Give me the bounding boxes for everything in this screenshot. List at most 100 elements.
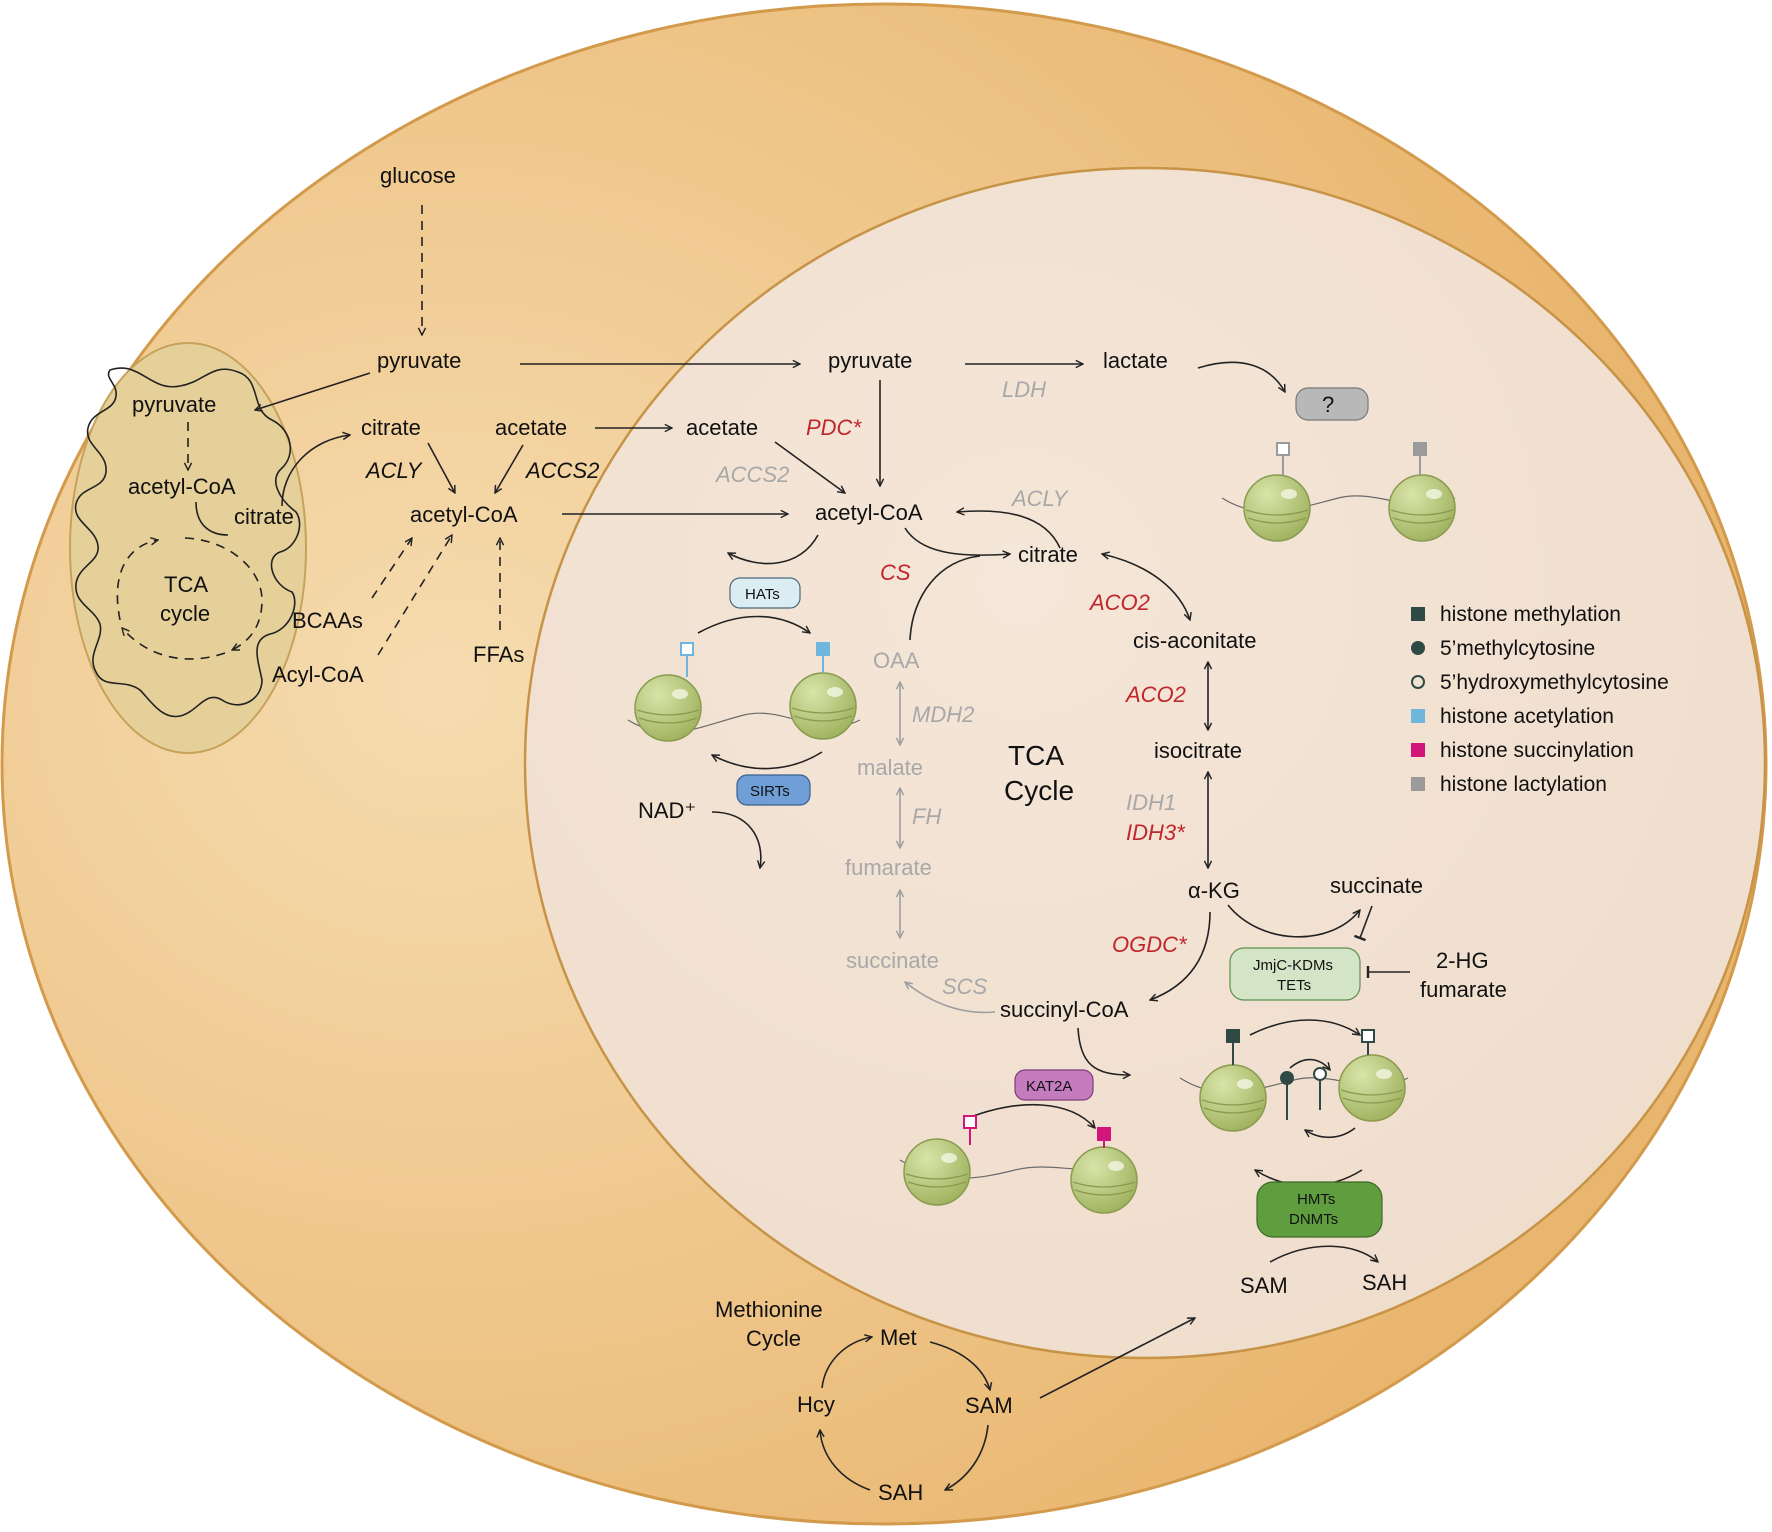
oaa-label: OAA xyxy=(873,648,920,673)
methylation-mark-empty xyxy=(1361,1029,1375,1055)
succinate-right-label: succinate xyxy=(1330,873,1423,898)
nuc-acetate-label: acetate xyxy=(686,415,758,440)
sam-to-sah-cycle-arrow xyxy=(945,1424,989,1490)
ogdc-label: OGDC* xyxy=(1112,932,1188,957)
bcaas-to-acetylcoa-arrow xyxy=(371,538,412,599)
hats-label: HATs xyxy=(745,586,780,603)
nad-consumption-arrow xyxy=(711,811,761,868)
legend-marker-3 xyxy=(1411,709,1425,723)
lactate-to-lactylation-arrow xyxy=(1197,361,1285,392)
meth-sah-label: SAH xyxy=(878,1480,923,1505)
akg-to-succinate-arrow xyxy=(1227,904,1360,938)
lactylation-nucleosome-left xyxy=(1243,474,1311,542)
nuc-sah-label: SAH xyxy=(1362,1270,1407,1295)
legend: histone methylation5’methylcytosine5’hyd… xyxy=(1411,603,1669,796)
mito-acetylcoa-to-citrate-arrow xyxy=(195,501,229,536)
idh3-label: IDH3* xyxy=(1126,820,1186,845)
nuc-sam-label: SAM xyxy=(1240,1273,1288,1298)
ffas-label: FFAs xyxy=(473,642,524,667)
nucleus-envelope xyxy=(523,166,1767,1360)
idh1-label: IDH1 xyxy=(1126,790,1176,815)
cyto-acly-label: ACLY xyxy=(364,458,423,483)
mitochondrion-cristae xyxy=(74,367,301,718)
sam-to-sah-arrow xyxy=(1269,1245,1378,1262)
mitochondrion-outer xyxy=(69,342,307,754)
aco2-a-label: ACO2 xyxy=(1088,590,1150,615)
remethylation-small-arrow xyxy=(1305,1127,1356,1139)
fh-label: FH xyxy=(912,804,941,829)
demethylation-arrow xyxy=(1249,1019,1360,1035)
acylcoa-to-acetylcoa-arrow xyxy=(377,535,452,656)
jmjc-label-line1: JmjC-KDMs xyxy=(1253,957,1333,974)
nad-label: NAD⁺ xyxy=(638,798,696,823)
nuc-tca-label-line1: TCA xyxy=(1008,740,1064,771)
hats-box xyxy=(729,577,801,609)
mito-acetylcoa-label: acetyl-CoA xyxy=(128,474,236,499)
cyto-pyruvate-label: pyruvate xyxy=(377,348,461,373)
mito-pyruvate-label: pyruvate xyxy=(132,392,216,417)
met-label: Met xyxy=(880,1325,917,1350)
cyto-acetylcoa-label: acetyl-CoA xyxy=(410,502,518,527)
cyto-pyruvate-to-mito-arrow xyxy=(255,372,371,410)
methionine-cycle-title-line1: Methionine xyxy=(715,1297,823,1322)
oaa-to-citrate-arrow xyxy=(909,555,981,641)
twohg-label-line2: fumarate xyxy=(1420,977,1507,1002)
nucleosome-group xyxy=(627,442,1456,1214)
unknown-enzyme-label: ? xyxy=(1322,392,1334,417)
met-to-sam-arrow xyxy=(929,1341,990,1390)
fumarate-label: fumarate xyxy=(845,855,932,880)
succinylcoa-to-succinate-arrow xyxy=(905,982,996,1014)
malate-label: malate xyxy=(857,755,923,780)
lactylation-nucleosome-right xyxy=(1388,474,1456,542)
hcy-to-met-arrow xyxy=(821,1337,872,1389)
legend-marker-2 xyxy=(1411,675,1425,689)
hcy-label: Hcy xyxy=(797,1392,835,1417)
succinylcoa-label: succinyl-CoA xyxy=(1000,997,1129,1022)
kat2a-succinylation-arrow xyxy=(967,1103,1095,1128)
legend-label-5: histone lactylation xyxy=(1440,773,1607,796)
sah-to-hcy-arrow xyxy=(820,1430,871,1491)
mito-citrate-export-arrow xyxy=(281,435,350,507)
jmjc-tets-box xyxy=(1229,947,1361,1001)
methionine-cycle-title-line2: Cycle xyxy=(746,1326,801,1351)
kat2a-label: KAT2A xyxy=(1026,1078,1072,1095)
twohg-label-line1: 2-HG xyxy=(1436,948,1489,973)
mito-tca-loop-3 xyxy=(122,628,226,660)
bcaas-label: BCAAs xyxy=(292,608,363,633)
mc-mark xyxy=(1280,1071,1294,1120)
hydroxylation-arrow xyxy=(1289,1058,1330,1070)
legend-marker-5 xyxy=(1411,777,1425,791)
hats-acetylation-arrow xyxy=(697,615,810,633)
citrate-to-cisaconitate-arrow xyxy=(1102,554,1190,620)
lactate-label: lactate xyxy=(1103,348,1168,373)
nuc-tca-label-line2: Cycle xyxy=(1004,775,1074,806)
acetylcoa-to-citrate-arrow xyxy=(904,527,1010,555)
hmc-mark xyxy=(1313,1067,1327,1110)
hmts-dnmts-box xyxy=(1256,1181,1383,1238)
legend-label-0: histone methylation xyxy=(1440,603,1621,626)
legend-marker-4 xyxy=(1411,743,1425,757)
mito-tca-loop-2 xyxy=(184,537,263,650)
succinylcoa-to-succinylation-arrow xyxy=(1077,1027,1130,1075)
mdh2-label: MDH2 xyxy=(912,702,974,727)
sirts-label: SIRTs xyxy=(750,783,790,800)
legend-marker-0 xyxy=(1411,607,1425,621)
succinylation-mark-empty xyxy=(963,1115,977,1145)
cs-label: CS xyxy=(880,560,911,585)
legend-label-2: 5’hydroxymethylcytosine xyxy=(1440,671,1669,694)
succinylation-nucleosome-right xyxy=(1070,1146,1138,1214)
unknown-enzyme-box xyxy=(1295,387,1369,421)
scs-label: SCS xyxy=(942,974,988,999)
acetylation-mark-empty xyxy=(680,642,694,677)
nuc-acetylcoa-label: acetyl-CoA xyxy=(815,500,923,525)
hmts-label-line2: DNMTs xyxy=(1289,1211,1338,1228)
pdc-label: PDC* xyxy=(806,415,862,440)
mito-citrate-label: citrate xyxy=(234,504,294,529)
mito-tca-label-line2: cycle xyxy=(160,601,210,626)
cis-aconitate-label: cis-aconitate xyxy=(1133,628,1257,653)
nuc-pyruvate-label: pyruvate xyxy=(828,348,912,373)
nuc-acetate-to-acetylcoa-arrow xyxy=(774,441,845,493)
mito-tca-label-line1: TCA xyxy=(164,572,208,597)
acetylation-nucleosome-right xyxy=(789,672,857,740)
